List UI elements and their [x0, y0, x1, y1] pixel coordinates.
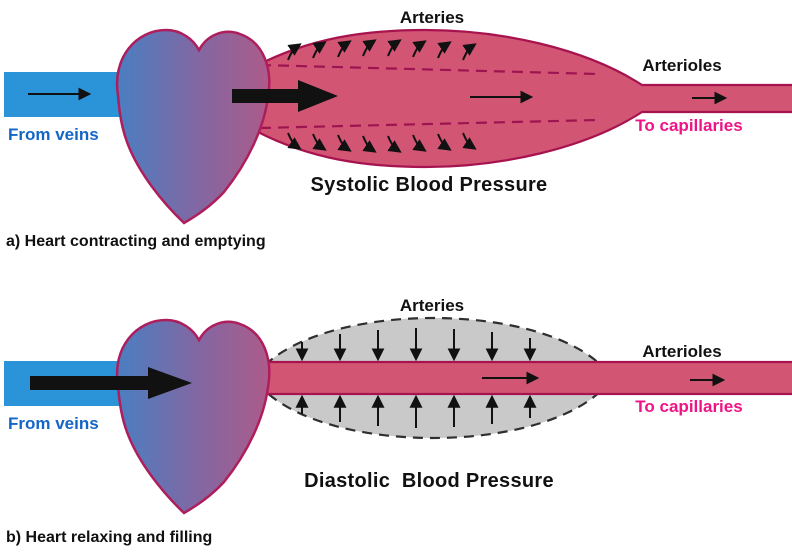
- recoil-arrows-top: [295, 328, 537, 362]
- arteries-label: Arteries: [400, 8, 464, 27]
- from-veins-label: From veins: [8, 414, 99, 433]
- panel-a-caption: a) Heart contracting and emptying: [6, 233, 266, 250]
- from-veins-label: From veins: [8, 125, 99, 144]
- diastolic-title: Diastolic Blood Pressure: [304, 470, 554, 492]
- heart: [115, 28, 271, 225]
- heart-ejection-arrow-icon: [232, 80, 338, 112]
- arterioles-label: Arterioles: [642, 56, 721, 75]
- to-capillaries-label: To capillaries: [635, 116, 742, 135]
- arteries-label: Arteries: [400, 296, 464, 315]
- panel-diastolic: Arteries Arterioles To capillaries From …: [4, 296, 792, 546]
- heart: [115, 318, 271, 515]
- arterioles-label: Arterioles: [642, 342, 721, 361]
- relaxed-wall-dashed-top: [259, 63, 599, 76]
- relaxed-wall-dashed-bottom: [259, 118, 599, 130]
- panel-b-caption: b) Heart relaxing and filling: [6, 529, 212, 546]
- panel-systolic: Arteries Arterioles To capillaries From …: [4, 8, 792, 250]
- systolic-title: Systolic Blood Pressure: [311, 174, 548, 196]
- to-capillaries-label: To capillaries: [635, 397, 742, 416]
- vein-inflow-arrow-icon: [30, 367, 192, 399]
- recoil-arrows-bottom: [295, 394, 537, 428]
